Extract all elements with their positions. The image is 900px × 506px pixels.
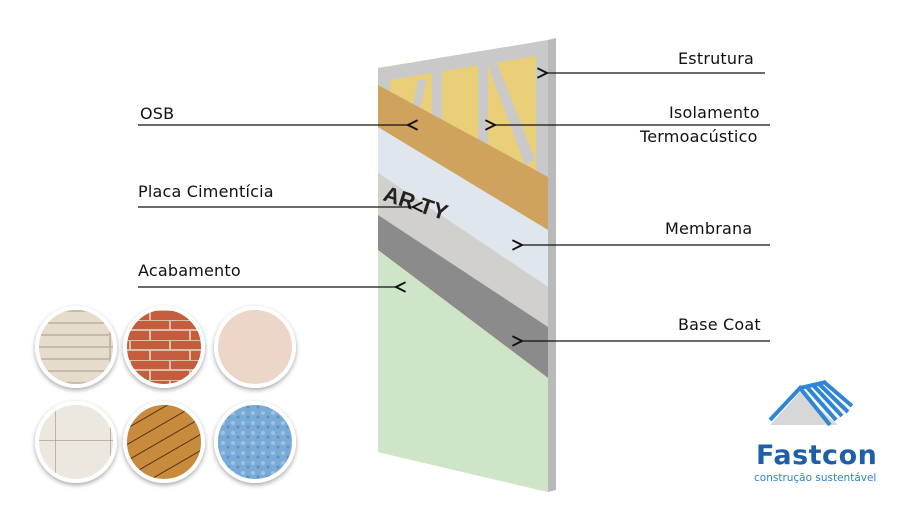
label-acabamento: Acabamento	[138, 261, 241, 280]
layer-membrane	[378, 127, 548, 287]
sample-stone	[35, 306, 117, 388]
sample-smooth-beige	[214, 306, 296, 388]
layer-osb	[378, 85, 548, 230]
label-isolamento-line2: Termoacústico	[640, 127, 758, 146]
label-placa-cimenticia: Placa Cimentícia	[138, 182, 274, 201]
finish-samples	[35, 306, 296, 483]
logo-tagline: construção sustentável	[754, 472, 877, 484]
layer-base-coat	[378, 215, 548, 378]
label-isolamento-line1: Isolamento	[669, 103, 760, 122]
sample-blue-textured	[214, 401, 296, 483]
sample-wood-deck	[123, 401, 205, 483]
layer-finish	[378, 250, 548, 492]
label-estrutura: Estrutura	[678, 49, 755, 68]
sample-brick	[123, 306, 205, 388]
label-membrana: Membrana	[665, 219, 753, 238]
fastcon-logo-icon	[768, 380, 854, 427]
label-osb: OSB	[140, 104, 175, 123]
label-base-coat: Base Coat	[678, 315, 761, 334]
sample-marble-tile	[35, 401, 117, 483]
panel-side	[548, 38, 556, 492]
logo-name: Fastcon	[756, 440, 878, 471]
